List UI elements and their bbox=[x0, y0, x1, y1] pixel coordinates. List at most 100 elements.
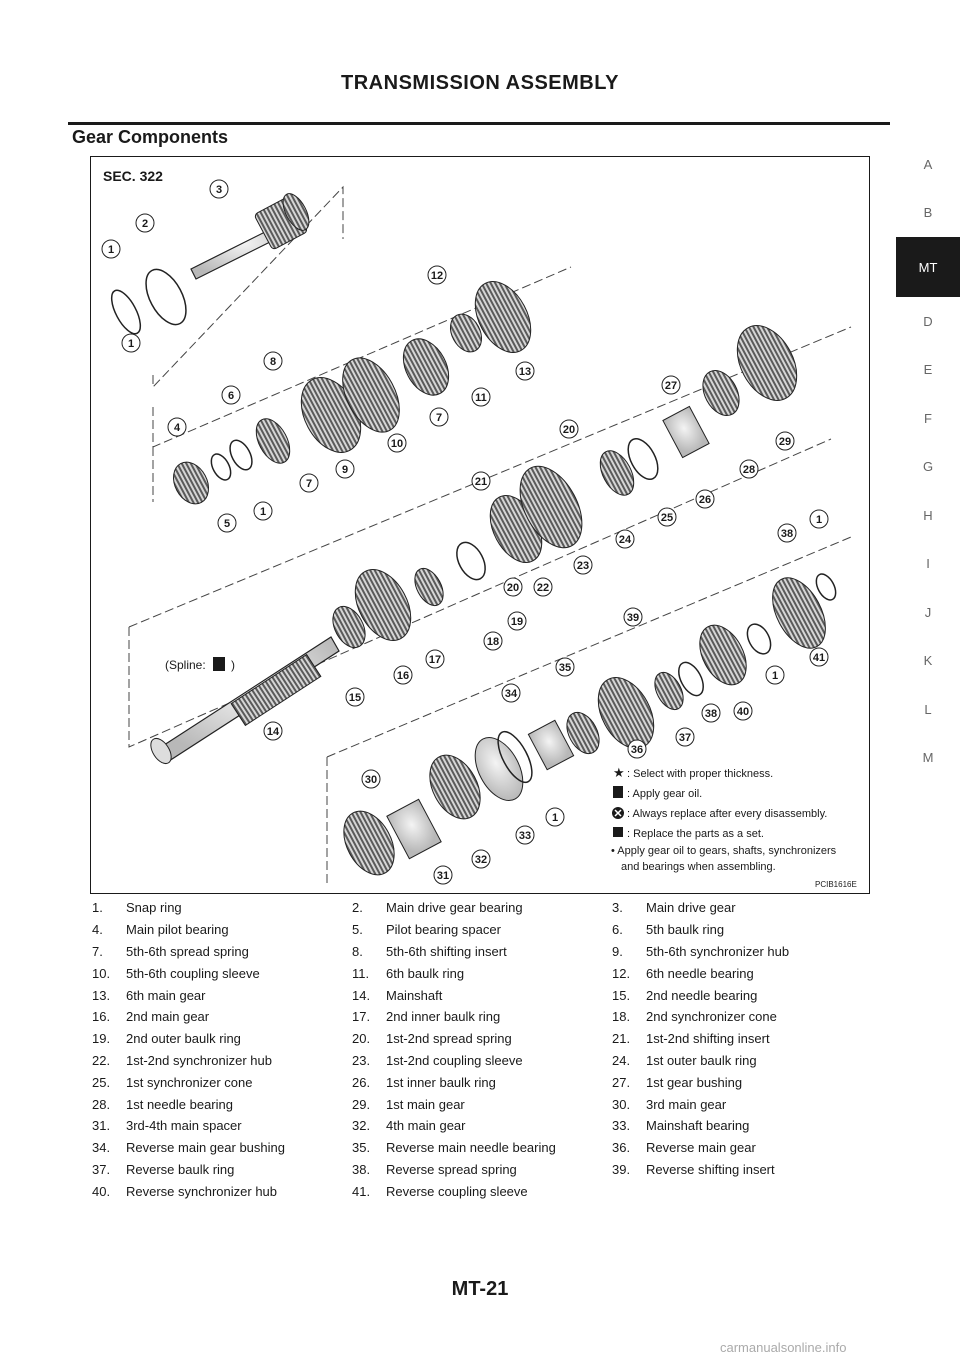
part-name: 5th-6th shifting insert bbox=[386, 943, 507, 959]
spline-close: ) bbox=[231, 658, 235, 672]
svg-text:38: 38 bbox=[705, 708, 717, 720]
part-name: 1st-2nd coupling sleeve bbox=[386, 1052, 523, 1068]
callout: 29 bbox=[775, 431, 795, 451]
part-name: 2nd main gear bbox=[126, 1009, 210, 1025]
part-name: 3rd main gear bbox=[646, 1096, 727, 1112]
index-tab-e[interactable]: E bbox=[923, 362, 933, 378]
part-number: 18. bbox=[612, 1009, 631, 1025]
callout: 17 bbox=[425, 649, 445, 669]
index-tab-i[interactable]: I bbox=[926, 556, 930, 572]
part-number: 26. bbox=[352, 1074, 371, 1090]
part-name: 6th baulk ring bbox=[386, 965, 465, 981]
part-name: 1st needle bearing bbox=[126, 1096, 233, 1112]
svg-text:15: 15 bbox=[349, 692, 361, 704]
part-number: 13. bbox=[92, 987, 111, 1003]
callout: 22 bbox=[533, 577, 553, 597]
part-number: 15. bbox=[612, 987, 631, 1003]
svg-text:34: 34 bbox=[505, 688, 518, 700]
part-number: 34. bbox=[92, 1140, 111, 1156]
callout: 1 bbox=[765, 665, 785, 685]
svg-text:16: 16 bbox=[397, 670, 409, 682]
part-name: Reverse spread spring bbox=[386, 1161, 517, 1177]
index-tab-h[interactable]: H bbox=[923, 507, 933, 523]
part-name: Reverse main needle bearing bbox=[386, 1140, 556, 1156]
callout: 39 bbox=[623, 607, 643, 627]
svg-text:24: 24 bbox=[619, 534, 632, 546]
callout: 1 bbox=[545, 807, 565, 827]
svg-text:39: 39 bbox=[627, 612, 639, 624]
callout: 31 bbox=[433, 865, 453, 885]
part-name: 1st outer baulk ring bbox=[646, 1052, 757, 1068]
svg-text:40: 40 bbox=[737, 706, 749, 718]
main-drive-gear-shape bbox=[190, 193, 310, 280]
callout: 4 bbox=[167, 417, 187, 437]
callout: 8 bbox=[263, 351, 283, 371]
part-name: 1st gear bushing bbox=[646, 1074, 743, 1090]
part-name: Reverse main gear bbox=[646, 1140, 756, 1156]
part-name: 1st main gear bbox=[386, 1096, 465, 1112]
page-number: MT-21 bbox=[451, 1278, 509, 1300]
index-tab-b[interactable]: B bbox=[923, 205, 933, 221]
star-icon: ★ bbox=[613, 765, 625, 780]
part-name: 5th baulk ring bbox=[646, 922, 725, 938]
part-name: 2nd outer baulk ring bbox=[126, 1031, 241, 1047]
callout: 41 bbox=[809, 647, 829, 667]
svg-text:5: 5 bbox=[224, 518, 230, 530]
svg-text:1: 1 bbox=[772, 670, 778, 682]
index-tab-f[interactable]: F bbox=[924, 410, 932, 426]
figure-legend: ★ : Select with proper thickness. : Appl… bbox=[611, 765, 837, 873]
part-number: 8. bbox=[352, 943, 363, 959]
svg-text:1: 1 bbox=[128, 338, 134, 350]
index-tab-mt[interactable]: MT bbox=[896, 237, 960, 297]
part-name: 4th main gear bbox=[386, 1118, 466, 1134]
index-tab-k[interactable]: K bbox=[923, 653, 933, 669]
callout: 38 bbox=[701, 703, 721, 723]
part-name: 1st-2nd spread spring bbox=[386, 1031, 512, 1047]
legend-set-text: : Replace the parts as a set. bbox=[627, 828, 764, 840]
index-tab-a[interactable]: A bbox=[923, 156, 933, 172]
part-name: Mainshaft bearing bbox=[646, 1118, 750, 1134]
assembly-note-line2: and bearings when assembling. bbox=[621, 861, 776, 873]
index-tab-d[interactable]: D bbox=[923, 313, 933, 329]
main-drive-bearing-shape bbox=[110, 268, 187, 335]
part-name: 5th-6th synchronizer hub bbox=[646, 943, 790, 959]
part-number: 4. bbox=[92, 922, 103, 938]
part-name: Pilot bearing spacer bbox=[386, 922, 501, 938]
index-tab-l[interactable]: L bbox=[924, 701, 932, 717]
third-fourth-gear-group bbox=[343, 730, 533, 876]
svg-text:25: 25 bbox=[661, 512, 673, 524]
svg-text:23: 23 bbox=[577, 560, 589, 572]
callout: 5 bbox=[217, 513, 237, 533]
callout: 11 bbox=[471, 387, 491, 407]
callout: 16 bbox=[393, 665, 413, 685]
svg-text:41: 41 bbox=[813, 652, 825, 664]
callout: 19 bbox=[507, 611, 527, 631]
callout: 33 bbox=[515, 825, 535, 845]
part-name: 6th needle bearing bbox=[646, 965, 754, 981]
svg-text:38: 38 bbox=[781, 528, 793, 540]
index-tab-g[interactable]: G bbox=[922, 459, 934, 475]
part-number: 16. bbox=[92, 1009, 111, 1025]
index-tab-m[interactable]: M bbox=[922, 750, 934, 766]
header-rule bbox=[68, 122, 890, 125]
svg-text:6: 6 bbox=[228, 390, 234, 402]
part-number: 23. bbox=[352, 1052, 371, 1068]
svg-text:27: 27 bbox=[665, 380, 677, 392]
svg-text:20: 20 bbox=[563, 424, 575, 436]
callout: 20 bbox=[503, 577, 523, 597]
svg-text:31: 31 bbox=[437, 870, 449, 882]
svg-text:2: 2 bbox=[142, 218, 148, 230]
part-name: Main drive gear bearing bbox=[386, 900, 523, 916]
part-name: Mainshaft bbox=[386, 987, 443, 1003]
callout: 13 bbox=[515, 361, 535, 381]
svg-text:★: ★ bbox=[613, 765, 625, 780]
part-number: 36. bbox=[612, 1140, 631, 1156]
part-name: Reverse baulk ring bbox=[126, 1161, 235, 1177]
index-tab-j[interactable]: J bbox=[924, 604, 932, 620]
